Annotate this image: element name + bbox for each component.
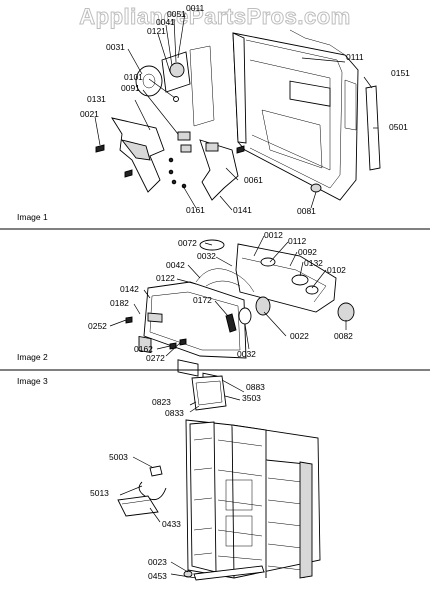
callout-5003: 5003 — [109, 452, 128, 462]
panel-1-artwork — [95, 29, 381, 201]
panel-3-callouts: 0883 0823 3503 0833 5003 5013 0433 0023 … — [90, 382, 265, 581]
callout-0112: 0112 — [288, 236, 307, 246]
callout-0132: 0132 — [304, 258, 323, 268]
callout-0501: 0501 — [389, 122, 408, 132]
watermark: AppliancePartsPros.com — [79, 4, 350, 29]
callout-0161: 0161 — [186, 205, 205, 215]
callout-0101: 0101 — [124, 72, 143, 82]
callout-0141: 0141 — [233, 205, 252, 215]
callout-0162: 0162 — [134, 344, 153, 354]
callout-0433: 0433 — [162, 519, 181, 529]
panel-2-callouts: 0072 0012 0112 0092 0132 0102 0032 0042 … — [88, 230, 353, 363]
callout-0022: 0022 — [290, 331, 309, 341]
callout-0023: 0023 — [148, 557, 167, 567]
callout-0042: 0042 — [166, 260, 185, 270]
callout-0061: 0061 — [244, 175, 263, 185]
panel-2-title: Image 2 — [17, 352, 48, 362]
callout-0252: 0252 — [88, 321, 107, 331]
panel-1-title: Image 1 — [17, 212, 48, 222]
panel-1-leader-lines — [94, 12, 378, 211]
callout-0182: 0182 — [110, 298, 129, 308]
callout-0081: 0081 — [297, 206, 316, 216]
panel-3-leader-lines — [119, 379, 245, 579]
panel-1-callouts: 0011 0051 0041 0121 0031 0101 0091 0131 … — [80, 3, 410, 216]
callout-0131: 0131 — [87, 94, 106, 104]
callout-0111: 0111 — [346, 52, 364, 62]
callout-0031: 0031 — [106, 42, 125, 52]
callout-0091: 0091 — [121, 83, 140, 93]
callout-0142: 0142 — [120, 284, 139, 294]
callout-0122: 0122 — [156, 273, 175, 283]
callout-0032-top: 0032 — [197, 251, 216, 261]
callout-0172: 0172 — [193, 295, 212, 305]
callout-0051: 0051 — [167, 9, 186, 19]
callout-0883: 0883 — [246, 382, 265, 392]
callout-0823: 0823 — [152, 397, 171, 407]
callout-0041: 0041 — [156, 17, 175, 27]
callout-0121: 0121 — [147, 26, 166, 36]
callout-0272: 0272 — [146, 353, 165, 363]
callout-0011: 0011 — [186, 3, 205, 13]
callout-0021: 0021 — [80, 109, 99, 119]
callout-0102: 0102 — [327, 265, 346, 275]
callout-0092: 0092 — [298, 247, 317, 257]
callout-0082: 0082 — [334, 331, 353, 341]
callout-5013: 5013 — [90, 488, 109, 498]
panel-2-artwork — [125, 239, 355, 389]
callout-0453: 0453 — [148, 571, 167, 581]
panel-3-artwork — [117, 375, 321, 581]
callout-0032-bottom: 0032 — [237, 349, 256, 359]
callout-0151: 0151 — [391, 68, 410, 78]
callout-0833: 0833 — [165, 408, 184, 418]
panel-3-title: Image 3 — [17, 376, 48, 386]
callout-3503: 3503 — [242, 393, 261, 403]
panel-2-leader-lines — [109, 235, 347, 357]
callout-0072: 0072 — [178, 238, 197, 248]
callout-0012: 0012 — [264, 230, 283, 240]
